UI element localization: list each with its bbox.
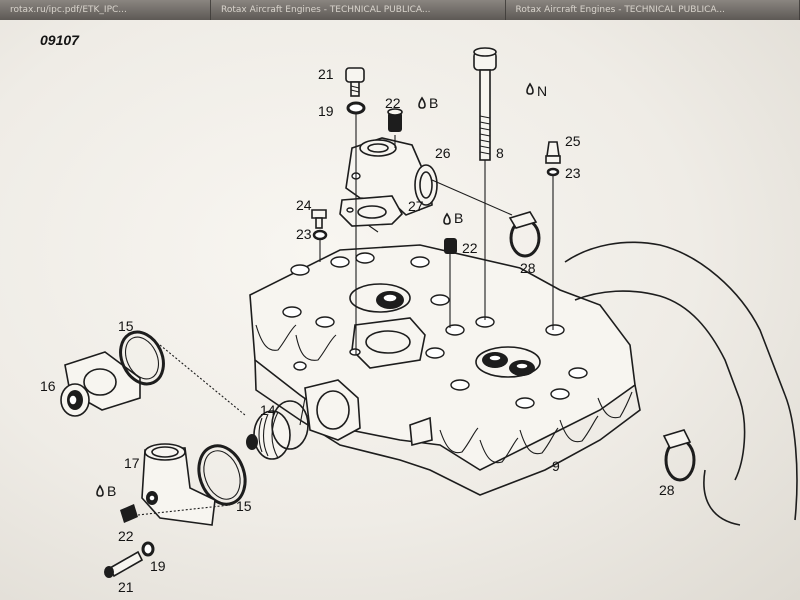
oil-drop-icon <box>443 212 451 225</box>
callout-22-top-b: B <box>429 95 438 111</box>
callout-15-top: 15 <box>118 318 134 334</box>
oil-drop-icon <box>418 96 426 109</box>
parts-diagram-sheet: 09107 <box>0 20 800 600</box>
lubricant-drop-icons <box>96 82 534 497</box>
callout-8: 8 <box>496 145 504 161</box>
cylinder-head <box>249 244 641 496</box>
callout-21-top: 21 <box>318 66 334 82</box>
callout-19-bottom: 19 <box>150 558 166 574</box>
callout-23-left: 23 <box>296 226 312 242</box>
callout-27: 27 <box>408 198 424 214</box>
callout-26: 26 <box>435 145 451 161</box>
callout-15-bottom: 15 <box>236 498 252 514</box>
callout-28-bottom: 28 <box>659 482 675 498</box>
callout-22-bottom: 22 <box>118 528 134 544</box>
callout-b-bottom: B <box>107 483 116 499</box>
exploded-view-diagram: 09107 <box>40 32 798 595</box>
callout-8-n: N <box>537 83 547 99</box>
tab-technical-publication-2[interactable]: Rotax Aircraft Engines - TECHNICAL PUBLI… <box>506 0 800 20</box>
water-outlet-group <box>311 47 561 355</box>
callout-19-top: 19 <box>318 103 334 119</box>
callout-22-mid-b: B <box>454 210 463 226</box>
tab-technical-publication-1[interactable]: Rotax Aircraft Engines - TECHNICAL PUBLI… <box>211 0 506 20</box>
hose-clamp-bottom <box>662 429 696 482</box>
callout-9: 9 <box>552 458 560 474</box>
tab-pdf[interactable]: rotax.ru/ipc.pdf/ETK_IPC... <box>0 0 211 20</box>
callout-21-bottom: 21 <box>118 579 134 595</box>
callout-25: 25 <box>565 133 581 149</box>
callout-22-mid: 22 <box>462 240 478 256</box>
thermostat-group <box>60 330 309 578</box>
callout-17: 17 <box>124 455 140 471</box>
callout-16: 16 <box>40 378 56 394</box>
callout-14: 14 <box>260 402 276 418</box>
oil-drop-icon <box>96 484 104 497</box>
callout-24: 24 <box>296 197 312 213</box>
callout-28-top: 28 <box>520 260 536 276</box>
oil-drop-icon <box>526 82 534 95</box>
figure-code: 09107 <box>40 32 80 48</box>
callout-23-right: 23 <box>565 165 581 181</box>
callout-22-top: 22 <box>385 95 401 111</box>
browser-tab-bar: rotax.ru/ipc.pdf/ETK_IPC... Rotax Aircra… <box>0 0 800 20</box>
coolant-hose <box>564 241 798 526</box>
